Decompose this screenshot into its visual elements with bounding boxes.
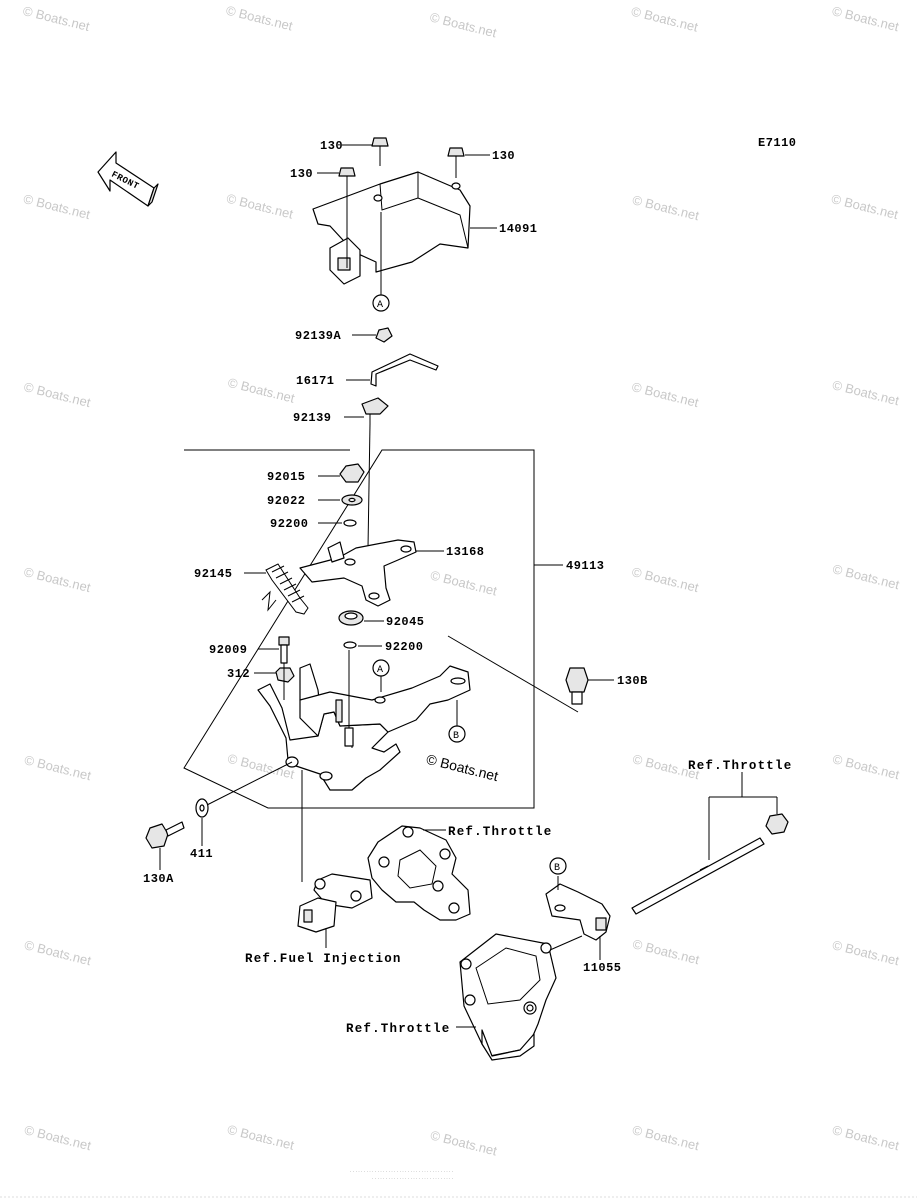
washer-411-icon	[195, 798, 209, 818]
label-130a: 130A	[143, 872, 174, 886]
ref-throttle-top: Ref.Throttle	[688, 759, 792, 773]
screw-lower-icon	[344, 727, 354, 747]
ref-mark-b	[549, 857, 567, 875]
ref-throttle-mid: Ref.Throttle	[448, 825, 552, 839]
watermark: © Boats.net	[224, 3, 294, 34]
throttle-rod-icon	[631, 837, 765, 915]
joint-92139-icon	[361, 397, 389, 424]
watermark: © Boats.net	[23, 1122, 93, 1153]
bolt-130a-icon	[145, 821, 185, 849]
watermark: © Boats.net	[631, 936, 701, 967]
ref-mark-b-text: B	[554, 863, 561, 874]
clip-92139a-icon	[375, 327, 393, 343]
footer-fineprint: · · · · · · · · · · · · · · · · · · · · …	[372, 1176, 453, 1181]
watermark: © Boats.net	[831, 937, 901, 968]
watermark: © Boats.net	[22, 564, 92, 595]
ref-mark-a-text: A	[377, 300, 384, 311]
watermark: © Boats.net	[831, 561, 901, 592]
throttle-housing-icon	[367, 825, 471, 921]
label-130-left: 130	[290, 167, 313, 181]
bolt-130-icon	[371, 137, 389, 166]
watermark: © Boats.net	[429, 1127, 499, 1158]
ref-mark-b	[448, 725, 466, 743]
bracket-11055-icon	[545, 883, 611, 941]
label-92200-top: 92200	[270, 517, 309, 531]
watermark: © Boats.net	[831, 1122, 901, 1153]
assembly-box-49113	[183, 449, 535, 809]
nut-312-icon	[275, 667, 295, 683]
watermark: © Boats.net	[226, 1122, 296, 1153]
watermark: © Boats.net	[22, 191, 92, 222]
watermark: © Boats.net	[631, 1122, 701, 1153]
label-13168: 13168	[446, 545, 485, 559]
watermark-layer: © Boats.net © Boats.net © Boats.net © Bo…	[21, 3, 901, 1159]
label-312: 312	[227, 667, 250, 681]
watermark: © Boats.net	[23, 937, 93, 968]
ref-throttle-bottom: Ref.Throttle	[346, 1022, 450, 1036]
watermark: © Boats.net	[831, 3, 901, 34]
watermark: © Boats.net	[830, 191, 900, 222]
watermark: © Boats.net	[630, 379, 700, 410]
label-92200-bottom: 92200	[385, 640, 424, 654]
watermark: © Boats.net	[630, 564, 700, 595]
label-92139: 92139	[293, 411, 332, 425]
throttle-body-icon	[459, 933, 583, 1061]
label-92045: 92045	[386, 615, 425, 629]
watermark: © Boats.net	[225, 191, 295, 222]
nut-rod-icon	[765, 813, 789, 835]
bracket-icon	[257, 663, 471, 791]
watermark: © Boats.net	[831, 751, 901, 782]
watermark: © Boats.net	[22, 379, 92, 410]
label-49113: 49113	[566, 559, 605, 573]
washer-92200-icon	[343, 641, 357, 649]
label-92139a: 92139A	[295, 329, 342, 343]
watermark: © Boats.net	[23, 752, 93, 783]
label-130-top: 130	[320, 139, 343, 153]
bushing-92045-icon	[338, 610, 364, 626]
label-92015: 92015	[267, 470, 306, 484]
footer-fineprint: · · · · · · · · · · · · · · · · · · · · …	[350, 1169, 453, 1174]
label-92022: 92022	[267, 494, 306, 508]
bolt-130b-icon	[565, 667, 589, 705]
diagram-code: E7110	[758, 136, 797, 150]
watermark: © Boats.net	[631, 192, 701, 223]
watermark: © Boats.net	[428, 9, 498, 40]
cover-14091	[312, 171, 471, 285]
spring-92145-icon	[261, 563, 309, 615]
front-arrow-icon: FRONT	[97, 151, 159, 207]
bolt-130-icon	[447, 147, 465, 178]
watermark: © Boats.net	[226, 375, 296, 406]
watermark: © Boats.net	[21, 3, 91, 34]
bolt-130-icon	[338, 167, 356, 268]
label-130-right: 130	[492, 149, 515, 163]
label-92009: 92009	[209, 643, 248, 657]
screw-92009-icon	[278, 636, 290, 664]
label-92145: 92145	[194, 567, 233, 581]
label-11055: 11055	[583, 961, 622, 975]
washer-92200-icon	[343, 519, 357, 527]
ref-mark-a-text: A	[377, 665, 384, 676]
watermark: © Boats.net	[831, 377, 901, 408]
ref-fuel-injection: Ref.Fuel Injection	[245, 952, 402, 966]
sensor-icon	[297, 873, 373, 933]
watermark: © Boats.net	[630, 4, 700, 35]
label-411: 411	[190, 847, 213, 861]
label-14091: 14091	[499, 222, 538, 236]
nut-92015-icon	[339, 463, 365, 483]
rod-16171-icon	[370, 353, 439, 387]
ref-mark-b-text: B	[453, 731, 460, 742]
ref-mark-a	[372, 294, 390, 312]
label-16171: 16171	[296, 374, 335, 388]
copyright-inline: © Boats.net	[425, 751, 500, 784]
lever-13168-icon	[299, 539, 417, 607]
label-130b: 130B	[617, 674, 648, 688]
watermark: © Boats.net	[429, 567, 499, 598]
